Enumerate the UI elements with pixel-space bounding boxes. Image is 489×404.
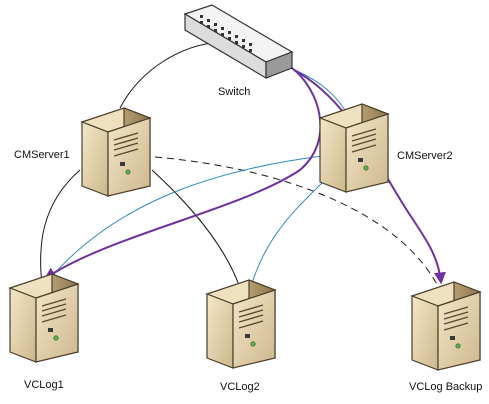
vclog1-icon — [9, 273, 79, 363]
cmserver2-icon — [319, 103, 389, 193]
cmserver2-label: CMServer2 — [397, 150, 453, 162]
cable-switch-cmserver1 — [119, 41, 221, 109]
cables — [40, 41, 241, 289]
switch-label: Switch — [218, 86, 251, 98]
vclog-backup-label: VCLog Backup — [409, 381, 483, 393]
cmserver1-icon — [81, 107, 151, 197]
link-cmserver2-vclog1 — [46, 155, 323, 283]
flow-arrow-to-vclog1 — [44, 67, 322, 280]
cable-cmserver1-vclog2 — [151, 169, 241, 289]
vclog2-icon — [206, 279, 276, 369]
cmserver1-label: CMServer1 — [14, 149, 70, 161]
switch-icon — [183, 4, 294, 80]
dashed-link-cmserver1-vclogbackup — [154, 156, 441, 291]
link-cmserver2-vclog2 — [249, 179, 326, 291]
vclog1-label: VCLog1 — [24, 379, 64, 391]
flow-arrows — [44, 67, 446, 285]
cable-cmserver1-vclog1 — [40, 169, 81, 286]
vclog-backup-icon — [411, 281, 481, 371]
vclog2-label: VCLog2 — [220, 381, 260, 393]
flow-arrow-to-vclog-backup — [293, 69, 446, 285]
